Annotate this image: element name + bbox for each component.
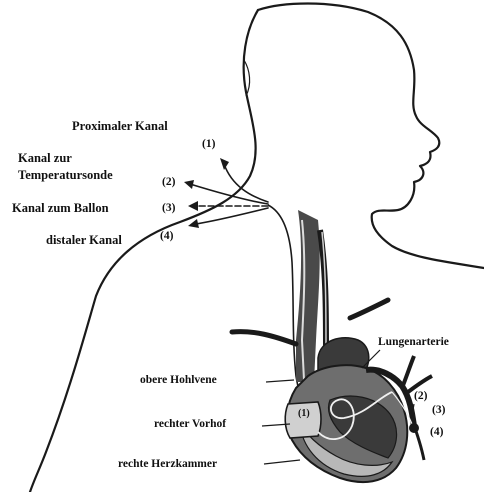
label-tip-3: (3) bbox=[432, 404, 445, 417]
catheter-branches bbox=[190, 164, 268, 224]
label-kanal-ballon: Kanal zum Ballon bbox=[12, 202, 109, 216]
balloon-tip bbox=[409, 423, 419, 433]
label-tip-4: (4) bbox=[430, 426, 443, 439]
label-lungenarterie: Lungenarterie bbox=[378, 336, 449, 349]
body-outline-back bbox=[258, 4, 484, 269]
label-obere-hohlvene: obere Hohlvene bbox=[140, 374, 217, 387]
label-number-3: (3) bbox=[162, 202, 175, 215]
label-rechte-herzkammer: rechte Herzkammer bbox=[118, 458, 217, 471]
arrow-4 bbox=[188, 219, 199, 228]
label-kanal-temperatursonde-line1: Kanal zur bbox=[18, 152, 113, 166]
label-tip-2: (2) bbox=[414, 390, 427, 403]
label-number-4: (4) bbox=[160, 230, 173, 243]
label-number-2: (2) bbox=[162, 176, 175, 189]
arrow-3 bbox=[188, 201, 198, 211]
label-kanal-temperatursonde: Kanal zur Temperatursonde bbox=[18, 152, 113, 183]
arrow-1 bbox=[220, 158, 229, 170]
heart bbox=[285, 365, 407, 482]
label-atrium-marker: (1) bbox=[298, 408, 310, 419]
pointer-herzkammer bbox=[264, 460, 300, 464]
label-kanal-temperatursonde-line2: Temperatursonde bbox=[18, 169, 113, 183]
catheter-branch-2 bbox=[190, 184, 268, 204]
label-distaler-kanal: distaler Kanal bbox=[46, 234, 122, 248]
label-number-1: (1) bbox=[202, 138, 215, 151]
label-proximaler-kanal: Proximaler Kanal bbox=[72, 120, 168, 134]
arrow-2 bbox=[184, 180, 194, 189]
pointer-hohlvene bbox=[266, 380, 294, 382]
label-rechter-vorhof: rechter Vorhof bbox=[154, 418, 226, 431]
